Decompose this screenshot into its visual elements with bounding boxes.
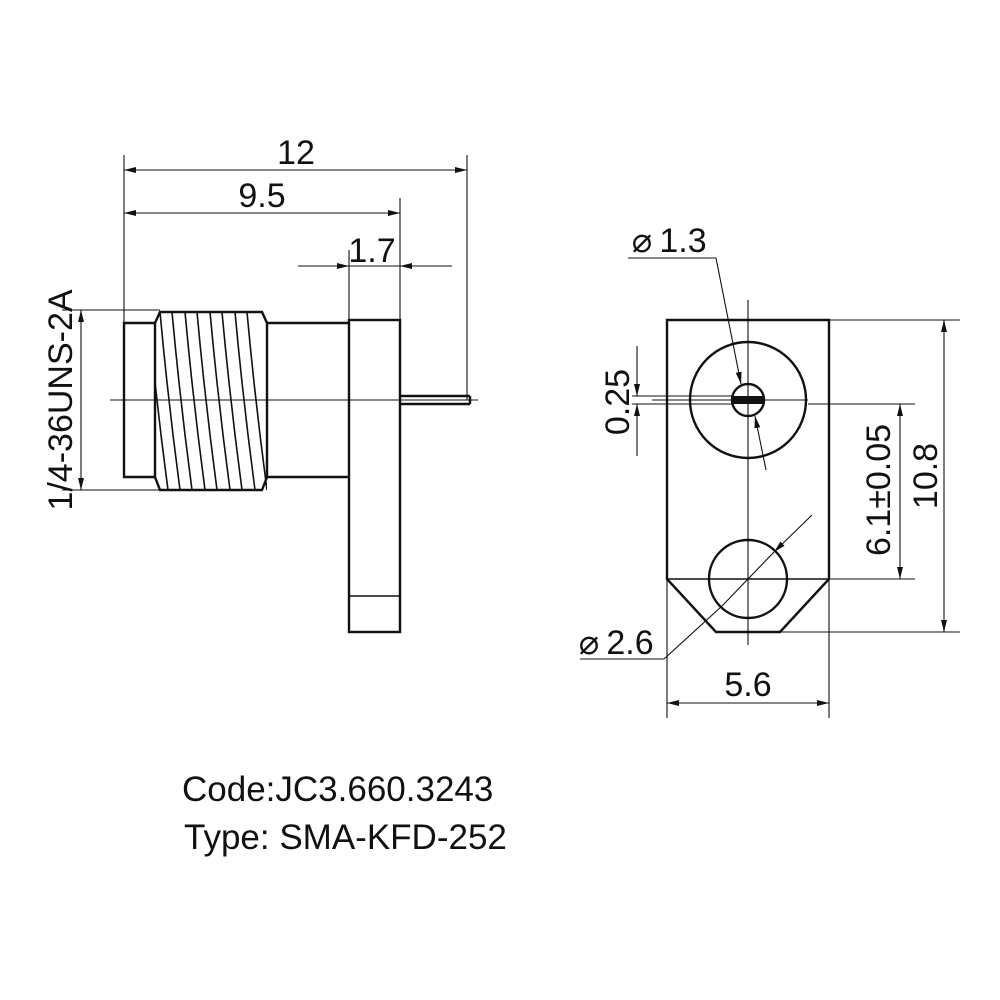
dim-label-hole-diameter: 2.6 — [606, 624, 653, 662]
dim-flange-height — [780, 319, 960, 633]
dim-9-5 — [124, 198, 401, 320]
caption-code: Code:JC3.660.3243 — [182, 770, 494, 809]
dim-hole-diameter — [580, 514, 813, 660]
dim-thread — [62, 309, 160, 491]
dim-12 — [123, 155, 468, 400]
dim-label-flange-height: 10.8 — [907, 443, 945, 509]
body-neck — [267, 321, 349, 479]
dim-hole-spacing — [808, 403, 915, 580]
dim-1-7 — [298, 250, 452, 320]
threaded-body — [153, 310, 269, 492]
dim-label-flange-width: 5.6 — [724, 666, 771, 704]
mounting-hole — [707, 538, 789, 620]
flange-side — [347, 318, 402, 634]
front-view: ⌀ 1.3 0.25 6.1±0.05 10.8 ⌀ 2.6 5.6 — [579, 222, 960, 718]
caption-type: Type: SMA-KFD-252 — [184, 818, 507, 857]
dim-pin-offset — [632, 346, 732, 456]
dim-label-1-7: 1.7 — [348, 232, 395, 270]
dim-label-9-5: 9.5 — [238, 177, 285, 215]
diameter-symbol: ⌀ — [579, 624, 599, 662]
pin-front — [730, 382, 766, 418]
side-view: 12 9.5 1.7 1/4-36UNS-2A — [42, 134, 478, 634]
dim-label-hole-spacing: 6.1±0.05 — [860, 424, 898, 556]
insulator-circle — [688, 340, 808, 460]
dim-label-pin-diameter: 1.3 — [659, 222, 706, 260]
dim-label-12: 12 — [277, 134, 315, 172]
dim-pin-diameter — [628, 257, 767, 471]
dim-label-pin-offset: 0.25 — [599, 369, 637, 435]
dim-label-thread: 1/4-36UNS-2A — [42, 289, 80, 510]
dim-flange-width — [666, 579, 830, 718]
diameter-symbol: ⌀ — [632, 222, 652, 260]
